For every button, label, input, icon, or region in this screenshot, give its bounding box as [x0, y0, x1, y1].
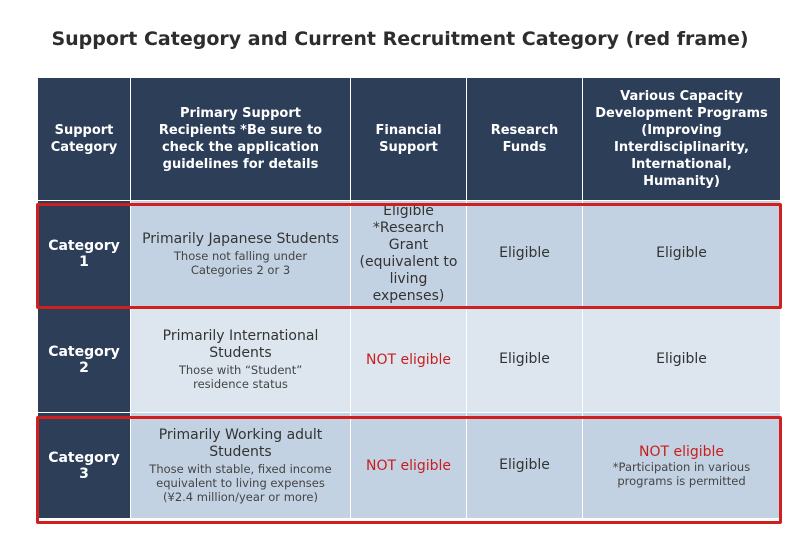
- research-cell: Eligible: [466, 307, 582, 412]
- header-label: Primary Support Recipients *Be sure to c…: [158, 106, 323, 172]
- recipients-note: Those not falling under Categories 2 or …: [173, 248, 308, 277]
- recipients-main: Primarily Working adult Students: [158, 427, 323, 460]
- research-cell: Eligible: [466, 201, 582, 306]
- programs-cell: Eligible: [582, 307, 780, 412]
- table-row: Category 3 Primarily Working adult Stude…: [38, 412, 780, 518]
- financial-value: NOT eligible: [365, 457, 452, 474]
- row-category-label: Category 3: [38, 413, 130, 518]
- financial-value: Eligible *Research Grant (equivalent to …: [359, 202, 458, 304]
- header-research-funds: Research Funds: [466, 78, 582, 200]
- recipients-cell: Primarily Japanese Students Those not fa…: [130, 201, 350, 306]
- header-support-category: Support Category: [38, 78, 130, 200]
- row-category-label: Category 2: [38, 307, 130, 412]
- header-label: Financial Support: [375, 123, 442, 155]
- recipients-cell: Primarily Working adult Students Those w…: [130, 413, 350, 518]
- research-cell: Eligible: [466, 413, 582, 518]
- support-table: Support Category Primary Support Recipie…: [38, 78, 780, 518]
- table-row: Category 2 Primarily International Stude…: [38, 306, 780, 412]
- header-financial-support: Financial Support: [350, 78, 466, 200]
- recipients-main: Primarily Japanese Students: [142, 230, 339, 247]
- header-primary-recipients: Primary Support Recipients *Be sure to c…: [130, 78, 350, 200]
- table-header-row: Support Category Primary Support Recipie…: [38, 78, 780, 200]
- row-category-label: Category 1: [38, 201, 130, 306]
- header-capacity-programs: Various Capacity Development Programs (I…: [582, 78, 780, 200]
- recipients-note: Those with “Student” residence status: [178, 363, 303, 391]
- programs-value: Eligible: [656, 245, 707, 261]
- recipients-cell: Primarily International Students Those w…: [130, 307, 350, 412]
- header-label: Support Category: [50, 123, 118, 155]
- recipients-note: Those with stable, fixed income equivale…: [149, 462, 332, 504]
- programs-cell: NOT eligible *Participation in various p…: [582, 413, 780, 518]
- financial-cell: Eligible *Research Grant (equivalent to …: [350, 201, 466, 306]
- programs-cell: Eligible: [582, 201, 780, 306]
- research-value: Eligible: [499, 457, 550, 473]
- programs-value: Eligible: [656, 351, 707, 367]
- header-label: Various Capacity Development Programs (I…: [595, 89, 768, 189]
- programs-value: NOT eligible: [638, 443, 725, 460]
- financial-cell: NOT eligible: [350, 307, 466, 412]
- financial-cell: NOT eligible: [350, 413, 466, 518]
- page-title: Support Category and Current Recruitment…: [51, 28, 749, 50]
- research-value: Eligible: [499, 245, 550, 261]
- table-row: Category 1 Primarily Japanese Students T…: [38, 200, 780, 306]
- header-label: Research Funds: [490, 123, 559, 155]
- recipients-main: Primarily International Students: [162, 328, 319, 361]
- financial-value: NOT eligible: [365, 351, 452, 368]
- programs-note: *Participation in various programs is pe…: [612, 459, 751, 488]
- research-value: Eligible: [499, 351, 550, 367]
